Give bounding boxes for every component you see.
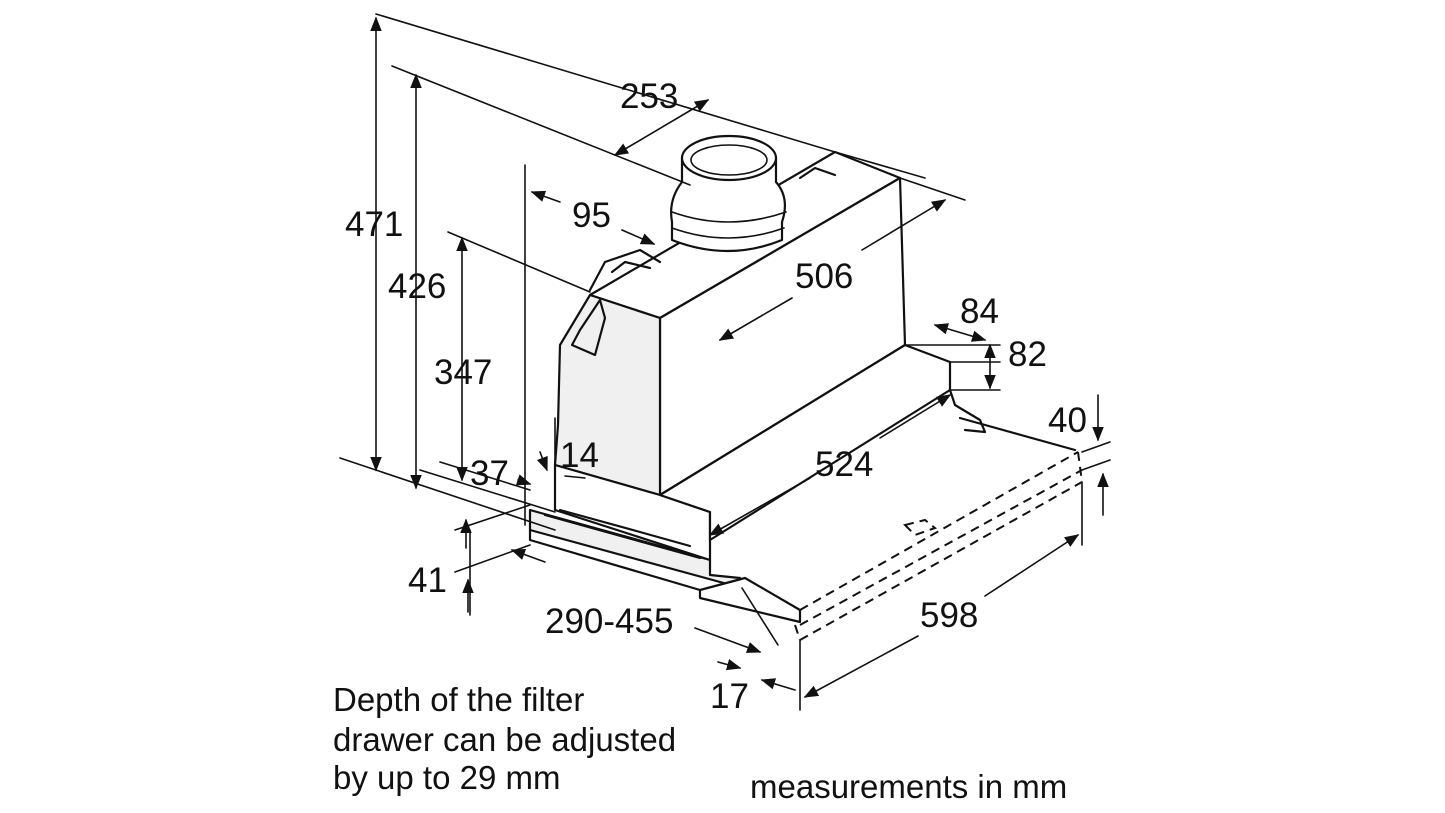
dim-347: 347 [434,353,492,392]
dim-506: 506 [795,257,853,296]
dim-426: 426 [388,267,446,306]
dim-14: 14 [560,436,599,475]
dim-95: 95 [572,196,611,235]
dimension-arrows [370,16,1109,698]
filter-drawer-dashed [794,451,1083,641]
dim-471: 471 [345,205,403,244]
filter-note-line-2: drawer can be adjusted [333,721,676,758]
dim-524: 524 [815,445,873,484]
units-note: measurements in mm [750,768,1067,805]
exhaust-duct [670,134,787,253]
dim-290-455: 290-455 [545,602,673,641]
filter-note-line-3: by up to 29 mm [333,759,560,796]
dim-598: 598 [920,596,978,635]
dim-17: 17 [710,677,749,716]
dim-82: 82 [1008,335,1047,374]
lower-body [528,343,1077,624]
dim-37: 37 [470,454,509,493]
extension-lines [339,13,1111,711]
dim-40: 40 [1048,401,1087,440]
dim-253: 253 [620,77,678,116]
dim-84: 84 [960,292,999,331]
dim-41: 41 [408,561,447,600]
filter-note-line-1: Depth of the filter [333,681,584,718]
